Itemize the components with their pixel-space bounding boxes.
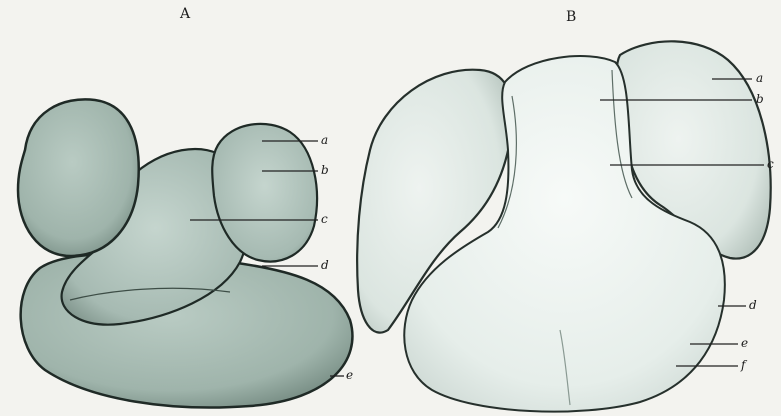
panel-b-label-c: c	[767, 158, 774, 170]
panel-a-lobe-left	[18, 99, 139, 256]
panel-b-title: B	[566, 9, 576, 25]
panel-b-label-e: e	[741, 337, 748, 349]
panel-a-title: A	[180, 6, 190, 22]
panel-b-label-d: d	[749, 299, 757, 311]
panel-a-label-d: d	[321, 259, 329, 271]
panel-a-label-b: b	[321, 164, 329, 176]
panel-b-label-b: b	[756, 93, 764, 105]
panel-a-label-e: e	[346, 369, 353, 381]
panel-a-drawing	[18, 99, 352, 407]
panel-a-label-c: c	[321, 213, 328, 225]
panel-b-label-f: f	[741, 359, 745, 371]
panel-b-label-a: a	[756, 72, 763, 84]
panel-a-label-a: a	[321, 134, 328, 146]
panel-b-drawing	[357, 41, 771, 411]
